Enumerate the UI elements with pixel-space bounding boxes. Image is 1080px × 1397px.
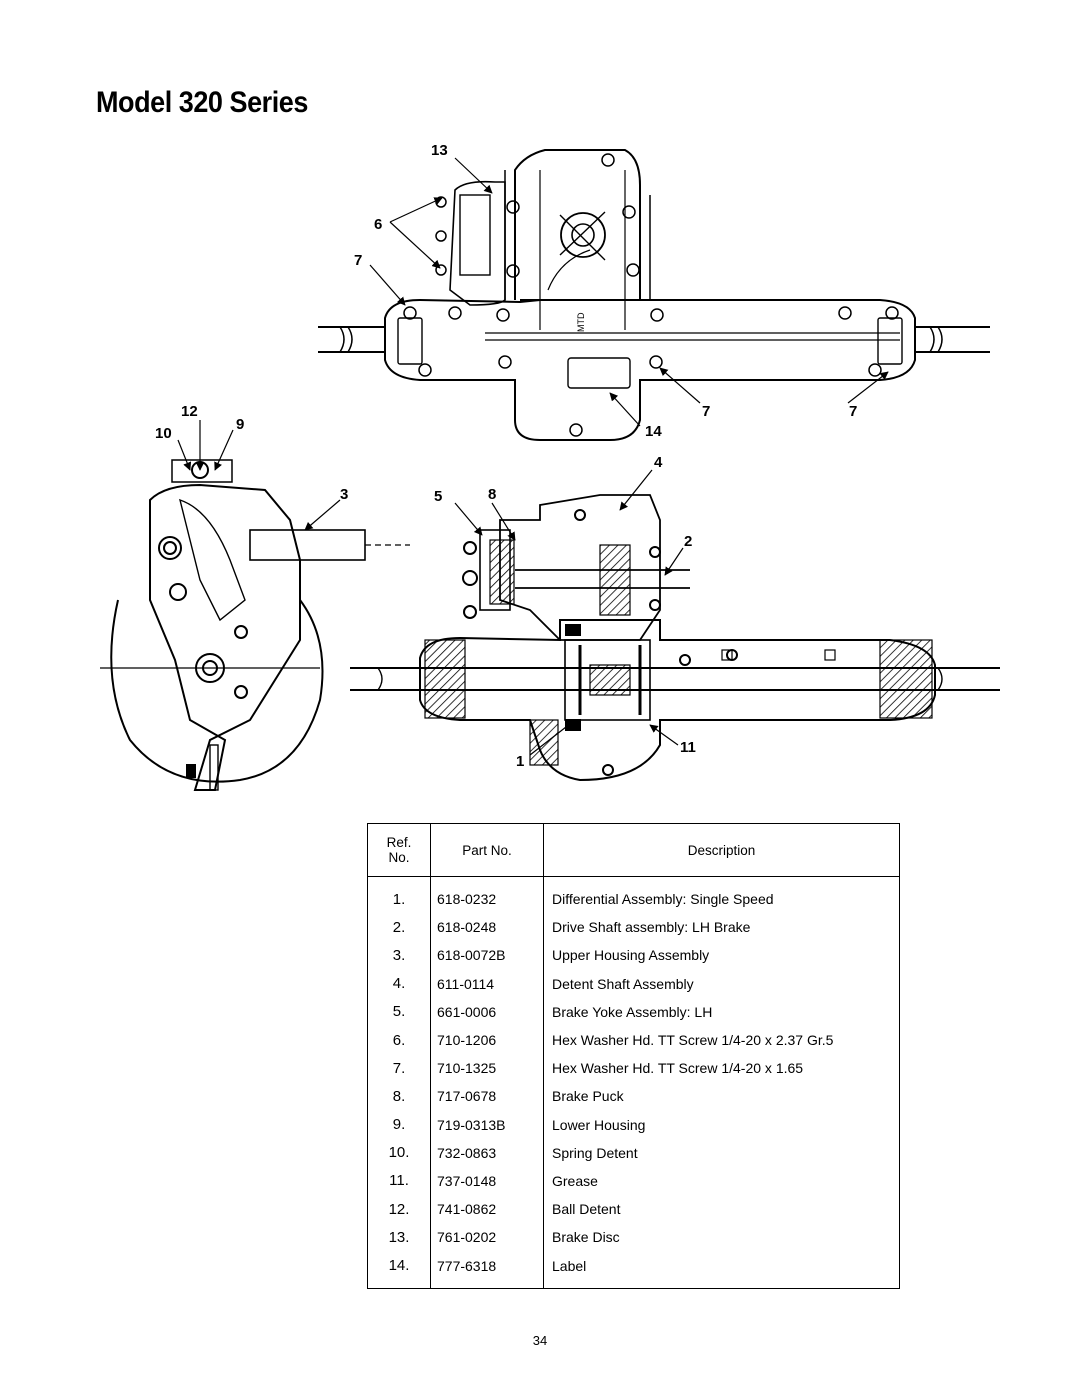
- callout-1: 1: [516, 753, 524, 770]
- callout-11: 11: [680, 739, 696, 756]
- table-header-row: Ref. No. Part No. Description: [367, 823, 900, 877]
- callout-10: 10: [155, 425, 172, 442]
- callout-6: 6: [374, 216, 382, 233]
- housing-marking: MTD: [576, 312, 586, 332]
- header-description: Description: [543, 823, 900, 877]
- callout-5: 5: [434, 488, 442, 505]
- section-view-housing: [350, 494, 1000, 782]
- top-view-housing: [318, 149, 990, 441]
- page-title: Model 320 Series: [96, 86, 308, 119]
- leader-lines: [177, 157, 889, 756]
- callout-14: 14: [645, 423, 662, 440]
- callout-12: 12: [181, 403, 198, 420]
- callout-7a: 7: [354, 252, 362, 269]
- callout-7b: 7: [702, 403, 710, 420]
- callout-8: 8: [488, 486, 496, 503]
- header-ref-no: Ref. No.: [367, 823, 431, 877]
- callout-3: 3: [340, 486, 348, 503]
- side-view-housing: [100, 459, 410, 791]
- callout-13: 13: [431, 142, 448, 159]
- transaxle-exploded-diagram: MTD: [100, 142, 1000, 791]
- callout-4: 4: [654, 454, 663, 471]
- header-part-no: Part No.: [430, 823, 544, 877]
- callout-9: 9: [236, 416, 244, 433]
- page-number: 34: [532, 1333, 548, 1348]
- parts-list-table: Ref. No. Part No. Description 1.618-0232…: [367, 823, 900, 1289]
- callout-7c: 7: [849, 403, 857, 420]
- callout-2: 2: [684, 533, 692, 550]
- callout-numbers: 13 6 7 12 9 10 7 7 14 4 3 5 8 2 1 11: [155, 142, 857, 770]
